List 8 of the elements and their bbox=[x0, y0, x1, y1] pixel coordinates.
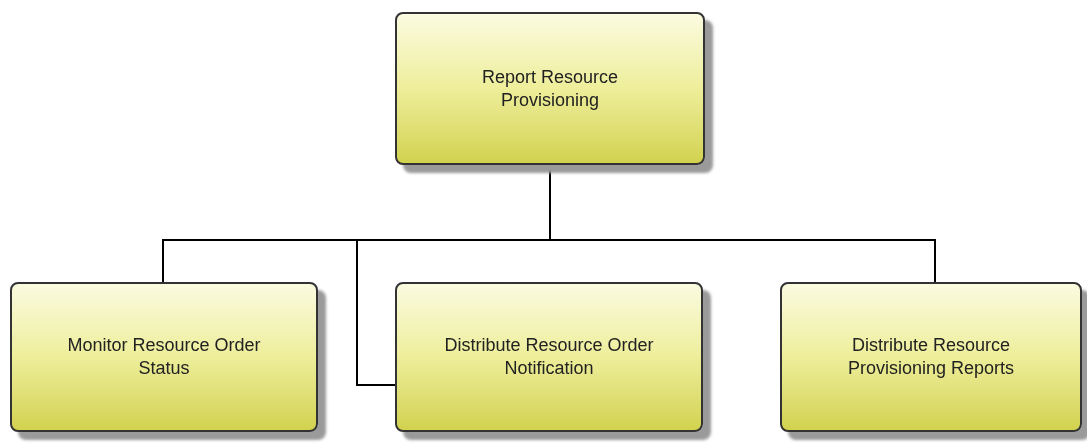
process-box bbox=[10, 282, 318, 432]
box-label: Distribute Resource Provisioning Reports bbox=[846, 334, 1016, 380]
box-label: Monitor Resource Order Status bbox=[66, 334, 262, 380]
process-box bbox=[395, 12, 705, 165]
process-box bbox=[780, 282, 1082, 432]
box-label: Report Resource Provisioning bbox=[480, 65, 620, 112]
process-box bbox=[395, 282, 703, 432]
box-label: Distribute Resource Order Notification bbox=[443, 334, 655, 380]
